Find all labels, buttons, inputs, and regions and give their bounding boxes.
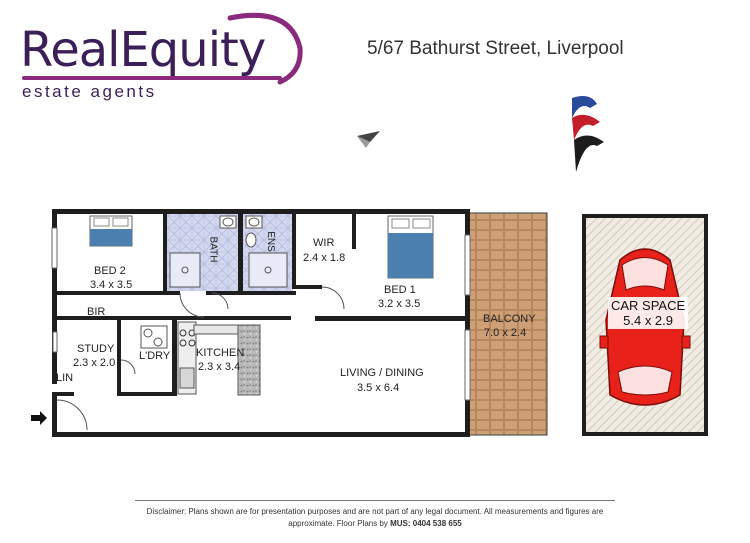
bed1-icon — [387, 215, 434, 279]
room-study-dims: 2.3 x 2.0 — [73, 357, 116, 369]
logo-name: RealEquity — [20, 22, 266, 78]
room-bed2-name: BED 2 — [94, 265, 126, 277]
room-wir-name: WIR — [313, 237, 335, 249]
badge-flags-icon — [572, 96, 604, 172]
car-space-dims: 5.4 x 2.9 — [623, 313, 674, 328]
car-space-name: CAR SPACE — [611, 298, 686, 313]
room-bath-name: BATH — [207, 236, 219, 263]
room-wir-dims: 2.4 x 1.8 — [303, 252, 346, 264]
disclaimer-divider — [135, 500, 615, 501]
room-balcony-dims: 7.0 x 2.4 — [484, 327, 527, 339]
disclaimer-line2-text: approximate. Floor Plans by — [288, 519, 391, 528]
room-living-dims: 3.5 x 6.4 — [357, 382, 400, 394]
room-bed2-dims: 3.4 x 3.5 — [90, 279, 133, 291]
entry-arrow-icon — [31, 411, 47, 425]
car-space-label: CAR SPACE 5.4 x 2.9 — [608, 297, 689, 329]
property-address: 5/67 Bathurst Street, Liverpool — [367, 38, 624, 59]
disclaimer-line1: Disclaimer: Plans shown are for presenta… — [146, 507, 604, 516]
room-ldry-name: L'DRY — [139, 350, 171, 362]
bed2-icon — [89, 215, 133, 247]
room-ens-name: ENS — [264, 231, 276, 252]
disclaimer: Disclaimer: Plans shown are for presenta… — [120, 506, 630, 530]
room-balcony-name: BALCONY — [483, 313, 536, 325]
logo-tagline: estate agents — [22, 82, 157, 101]
room-study-name: STUDY — [77, 343, 115, 355]
disclaimer-line2: approximate. Floor Plans by MUS: 0404 53… — [120, 518, 630, 530]
room-lin-name: LIN — [56, 372, 74, 384]
logo-underline — [22, 76, 282, 80]
room-kitchen-dims: 2.3 x 3.4 — [198, 361, 241, 373]
room-kitchen-name: KITCHEN — [196, 347, 245, 359]
room-living-name: LIVING / DINING — [340, 367, 424, 379]
logo-arc-icon — [227, 12, 303, 85]
disclaimer-credit: MUS: 0404 538 655 — [390, 519, 462, 528]
room-bed1-dims: 3.2 x 3.5 — [378, 298, 421, 310]
room-bed1-name: BED 1 — [384, 284, 416, 296]
north-compass-icon — [357, 131, 380, 148]
room-bir-name: BIR — [87, 306, 106, 318]
